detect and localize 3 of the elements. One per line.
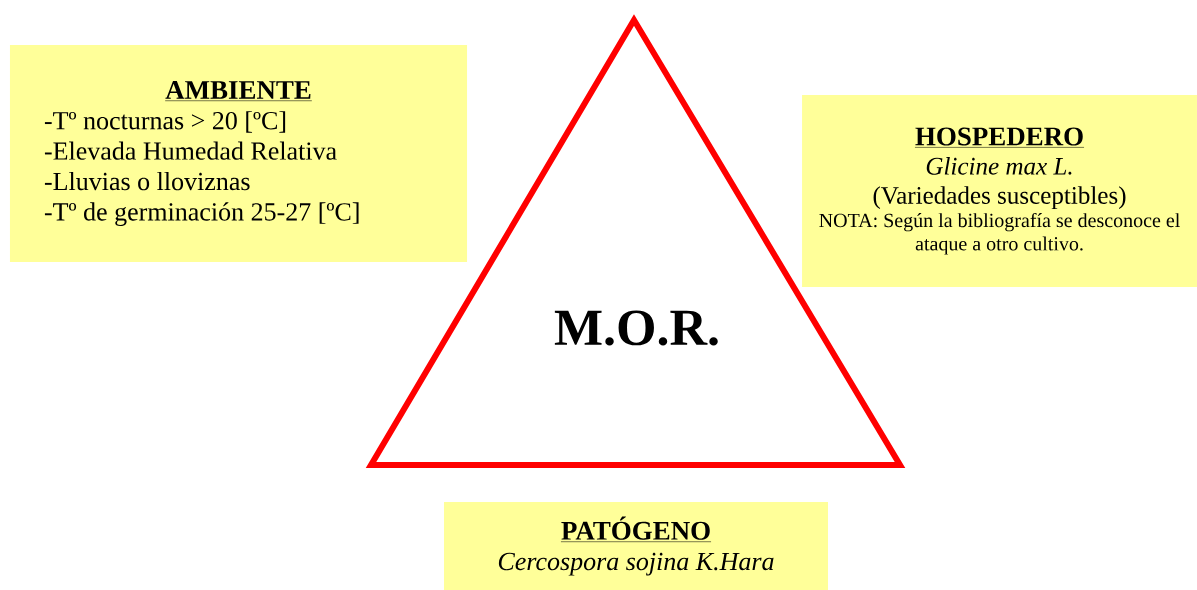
text-box: PATÓGENO Cercospora sojina K.Hara <box>444 502 828 590</box>
text-box: HOSPEDERO Glicine max L. (Variedades susceptibles) NOTA: Según la bibliografía se desconoce el ataque a otro cultivo. <box>802 95 1197 287</box>
text-box: AMBIENTE -Tº nocturnas > 20 [ºC] -Elevada Humedad Relativa -Lluvias o lloviznas -Tº de germinación 25-27 [ºC] <box>9 44 468 263</box>
